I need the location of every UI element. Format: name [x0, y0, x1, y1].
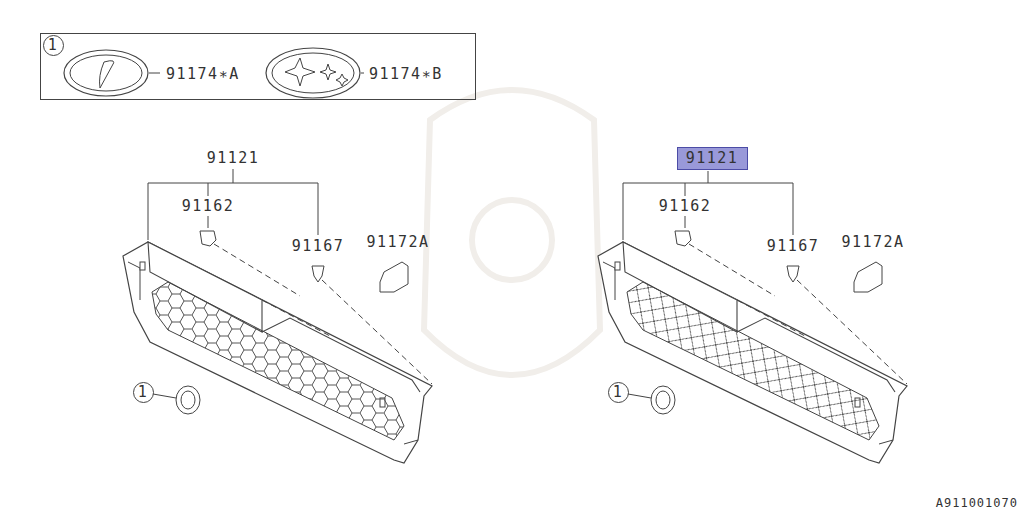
part-number: 91162 [182, 199, 235, 214]
emblem-box: 91174∗A 91174∗B 1 [40, 33, 476, 100]
callout-number: 1 [138, 385, 149, 400]
part-number: 91162 [659, 199, 712, 214]
part-number: 91174∗B [369, 67, 443, 82]
part-number: 91121 [686, 151, 739, 166]
part-number: 91121 [207, 151, 260, 166]
highlighted-part-number: 91121 [677, 147, 748, 170]
figure-code: A911001070 [936, 497, 1018, 509]
callout-number: 1 [48, 38, 59, 53]
callout-circle: 1 [43, 35, 64, 56]
part-number: 91174∗A [166, 67, 240, 82]
part-number: 91172A [841, 235, 904, 250]
callout-circle: 1 [608, 382, 629, 403]
part-number: 91167 [292, 239, 345, 254]
callout-number: 1 [613, 385, 624, 400]
part-number: 91167 [767, 239, 820, 254]
callout-circle: 1 [133, 382, 154, 403]
part-number: 91172A [366, 235, 429, 250]
